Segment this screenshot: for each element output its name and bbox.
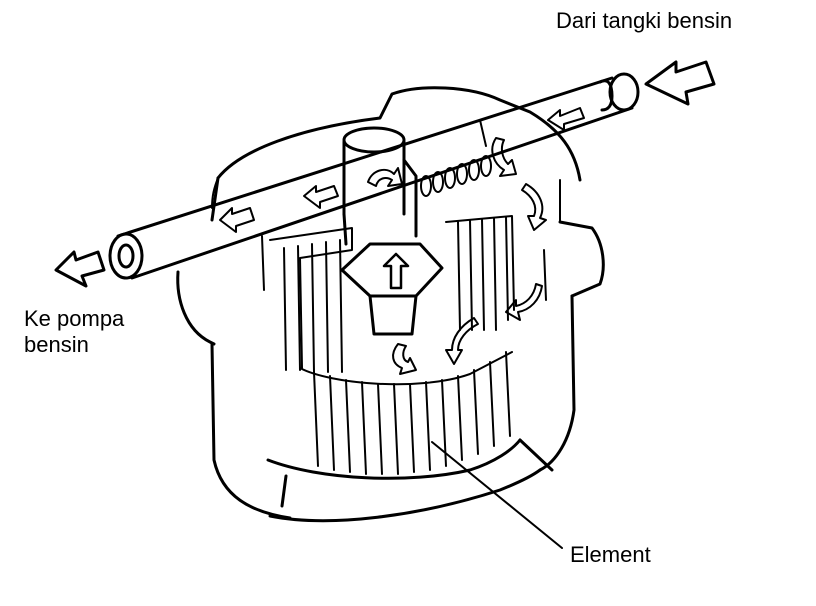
- arrow-up-icon: [382, 252, 410, 290]
- curved-arrow-icon: [521, 183, 547, 231]
- element-center-cup: [340, 242, 444, 336]
- outlet-label: Ke pompa bensin: [24, 306, 124, 358]
- flow-arrows-housing: [367, 137, 547, 375]
- center-tube: [342, 126, 418, 246]
- curved-arrow-icon: [367, 167, 403, 187]
- spring: [420, 155, 492, 197]
- element-label: Element: [570, 542, 651, 567]
- curved-arrow-icon: [219, 207, 255, 233]
- housing-details: [211, 119, 561, 301]
- arrow-left-icon: [54, 250, 106, 288]
- curved-arrow-icon: [505, 283, 543, 321]
- curved-arrow-icon: [392, 343, 417, 375]
- outlet-label-line2: bensin: [24, 332, 89, 357]
- filter-element-right: [445, 215, 515, 331]
- filter-element-left: [269, 227, 353, 373]
- fuel-pipe: [108, 72, 640, 280]
- curved-arrow-icon: [491, 137, 517, 177]
- flow-arrows-pipe: [219, 107, 585, 233]
- curved-arrow-icon: [303, 185, 339, 209]
- curved-arrow-icon: [547, 107, 585, 131]
- inlet-label: Dari tangki bensin: [556, 8, 733, 33]
- element-leader-line: [431, 441, 563, 549]
- element-lower-ring: [299, 351, 513, 475]
- curved-arrow-icon: [445, 317, 479, 365]
- arrow-left-icon: [644, 60, 716, 106]
- filter-housing: [176, 86, 605, 523]
- outlet-label-line1: Ke pompa: [24, 306, 125, 331]
